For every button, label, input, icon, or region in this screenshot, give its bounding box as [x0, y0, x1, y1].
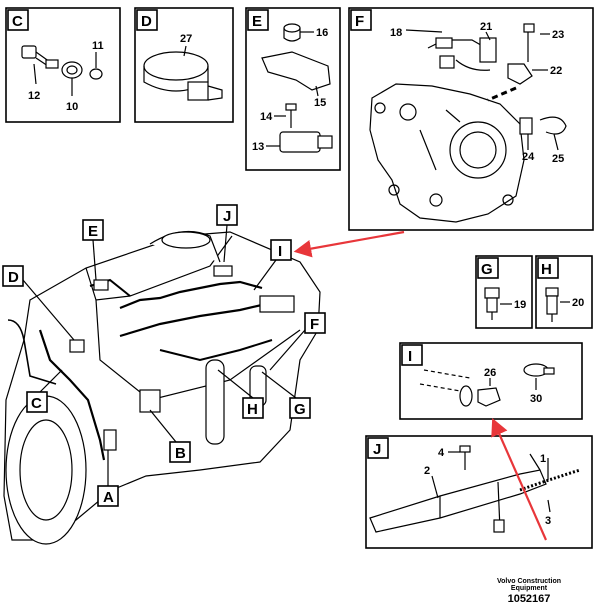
- part-label-15: 15: [314, 97, 326, 109]
- pressure-sensor-drawing: [143, 51, 223, 101]
- tag-letter-i: I: [278, 243, 282, 260]
- detail-box-c: C 11 12 10: [5, 7, 121, 123]
- red-arrow-to-i-tag: [293, 230, 405, 258]
- part-label-10: 10: [66, 101, 78, 113]
- sensor-harness-drawing: [427, 23, 535, 85]
- part-label-30: 30: [530, 393, 542, 405]
- tag-letter-g: G: [294, 401, 306, 418]
- switch-g-drawing: [484, 287, 500, 320]
- footer-credit: Volvo Construction Equipment 1052167: [484, 578, 574, 605]
- part-label-14: 14: [260, 111, 273, 123]
- detail-letter-j: J: [373, 441, 381, 458]
- part-label-13: 13: [252, 141, 264, 153]
- detail-letter-h: H: [541, 261, 552, 278]
- housing-drawing: [369, 83, 525, 223]
- detail-box-j: J 4 2 1 3: [365, 435, 593, 549]
- part-label-1: 1: [540, 453, 546, 465]
- tag-letter-f: F: [310, 316, 319, 333]
- connector-drawing: [419, 369, 501, 407]
- detail-box-g: G 19: [475, 255, 533, 329]
- tag-letter-a: A: [103, 489, 114, 506]
- engine-tags: E J I D F C B H G A: [2, 204, 326, 507]
- footer-line-2: Equipment: [510, 585, 548, 593]
- clip-drawing: [519, 116, 567, 135]
- detail-letter-g: G: [481, 261, 493, 278]
- part-label-21: 21: [480, 21, 492, 33]
- part-label-16: 16: [316, 27, 328, 39]
- part-label-19: 19: [514, 299, 526, 311]
- bracket-drawing: [261, 51, 331, 91]
- detail-letter-e: E: [252, 13, 262, 30]
- sensor-fitting-drawing: [21, 45, 103, 80]
- part-label-22: 22: [550, 65, 562, 77]
- detail-box-h: H 20: [535, 255, 593, 329]
- detail-letter-f: F: [355, 13, 364, 30]
- sensor-drawing: [279, 131, 333, 153]
- part-label-3: 3: [545, 515, 551, 527]
- tag-letter-c: C: [31, 395, 42, 412]
- part-label-25: 25: [552, 153, 564, 165]
- part-label-11: 11: [92, 40, 104, 52]
- detail-letter-i: I: [408, 348, 412, 365]
- detail-box-f: F 18 21 23 22: [348, 7, 594, 231]
- detail-letter-d: D: [141, 13, 152, 30]
- part-label-20: 20: [572, 297, 584, 309]
- cable-duct-drawing: [369, 453, 581, 533]
- part-label-24: 24: [522, 151, 535, 163]
- detail-box-d: D 27: [134, 7, 234, 123]
- part-label-27: 27: [180, 33, 192, 45]
- tag-letter-e: E: [88, 223, 98, 240]
- part-label-18: 18: [390, 27, 402, 39]
- part-label-12: 12: [28, 90, 40, 102]
- engine-drawing: [3, 230, 321, 545]
- footer-line-1: Volvo Construction: [496, 578, 562, 585]
- clamp-drawing: [523, 363, 555, 377]
- part-label-23: 23: [552, 29, 564, 41]
- part-label-26: 26: [484, 367, 496, 379]
- tag-letter-b: B: [175, 445, 186, 462]
- bolt-drawing: [285, 103, 297, 128]
- bolt-4-drawing: [459, 445, 471, 470]
- callout-arrows: [293, 230, 548, 541]
- part-label-2: 2: [424, 465, 430, 477]
- tag-letter-j: J: [223, 208, 231, 225]
- tag-letter-h: H: [247, 401, 258, 418]
- grommet-drawing: [283, 23, 301, 42]
- tag-letter-d: D: [8, 269, 19, 286]
- red-arrow-to-i-detail: [491, 417, 548, 541]
- detail-box-i: I 26 30: [399, 342, 583, 420]
- drawing-id: 1052167: [507, 592, 551, 605]
- detail-letter-c: C: [12, 13, 23, 30]
- switch-h-drawing: [545, 287, 559, 322]
- detail-box-e: E 16 15 14 13: [245, 7, 341, 171]
- part-label-4: 4: [438, 447, 445, 459]
